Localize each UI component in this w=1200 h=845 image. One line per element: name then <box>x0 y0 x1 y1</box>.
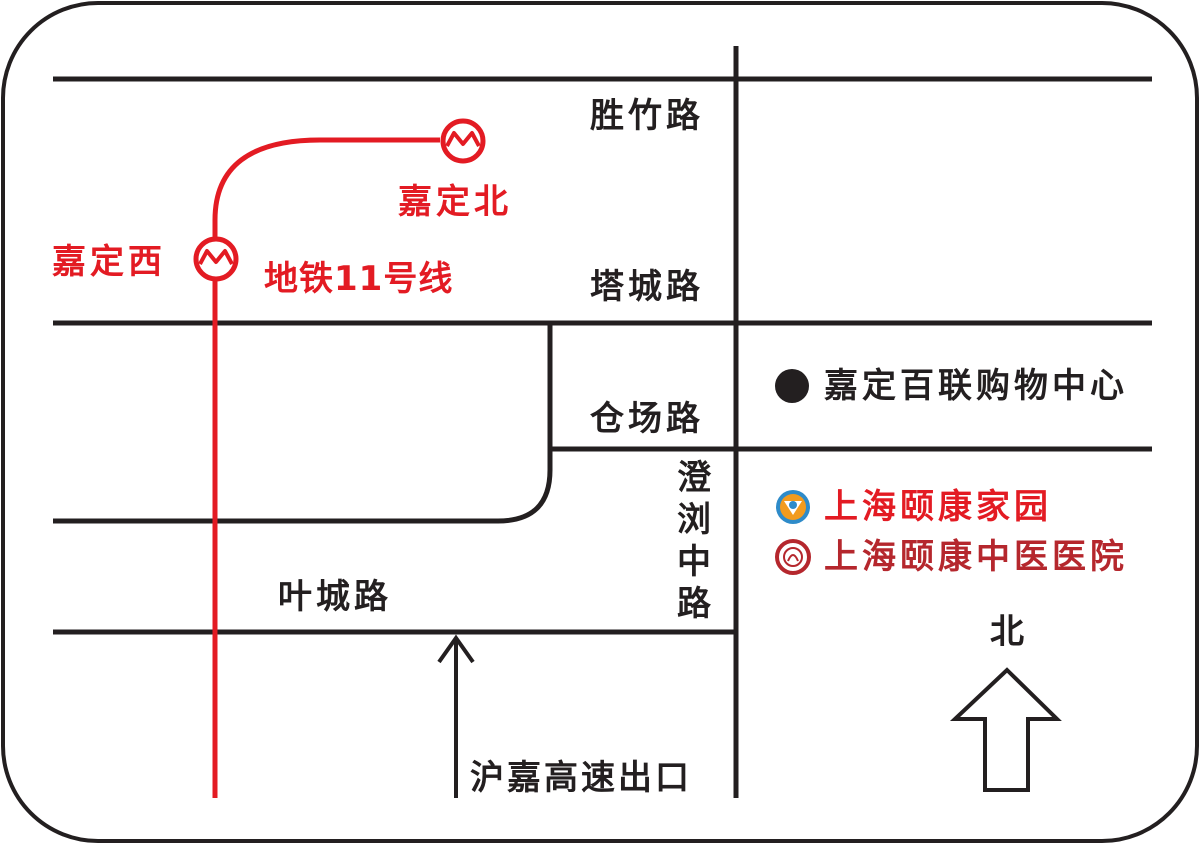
road-label-chengliu-char: 中 <box>677 542 711 582</box>
road-label-chengliu-char: 澄 <box>677 458 711 498</box>
compass-north-label: 北 <box>990 612 1024 652</box>
mall-dot-icon <box>775 369 809 403</box>
metro-station-icon-west <box>193 236 239 282</box>
north-arrow-icon <box>949 667 1062 792</box>
yikang-home-logo-icon <box>776 490 810 524</box>
expressway-exit-label: 沪嘉高速出口 <box>470 758 692 798</box>
metro-line-11 <box>212 137 440 798</box>
mall-label: 嘉定百联购物中心 <box>824 366 1128 406</box>
road-network <box>53 46 1152 798</box>
road-label-chengliu-char: 浏 <box>677 500 711 540</box>
yikang-hospital-label: 上海颐康中医医院 <box>824 537 1128 577</box>
yikang-hospital-logo-icon <box>775 539 811 575</box>
metro-station-icon-north <box>440 118 486 164</box>
road-label-cangchang: 仓场路 <box>590 399 704 439</box>
metro-station-label-north: 嘉定北 <box>398 182 512 222</box>
yikang-home-label: 上海颐康家园 <box>824 487 1052 527</box>
road-label-chengliu: 澄 浏 中 路 <box>674 460 714 622</box>
road-connector-curve <box>53 323 553 524</box>
road-label-tacheng: 塔城路 <box>590 267 704 307</box>
road-label-yecheng: 叶城路 <box>278 577 392 617</box>
expressway-arrow <box>437 634 475 798</box>
metro-line-label: 地铁11号线 <box>264 259 454 299</box>
road-label-chengliu-char: 路 <box>677 584 711 624</box>
metro-station-label-west: 嘉定西 <box>52 242 166 282</box>
road-label-shengzhu: 胜竹路 <box>590 96 704 136</box>
